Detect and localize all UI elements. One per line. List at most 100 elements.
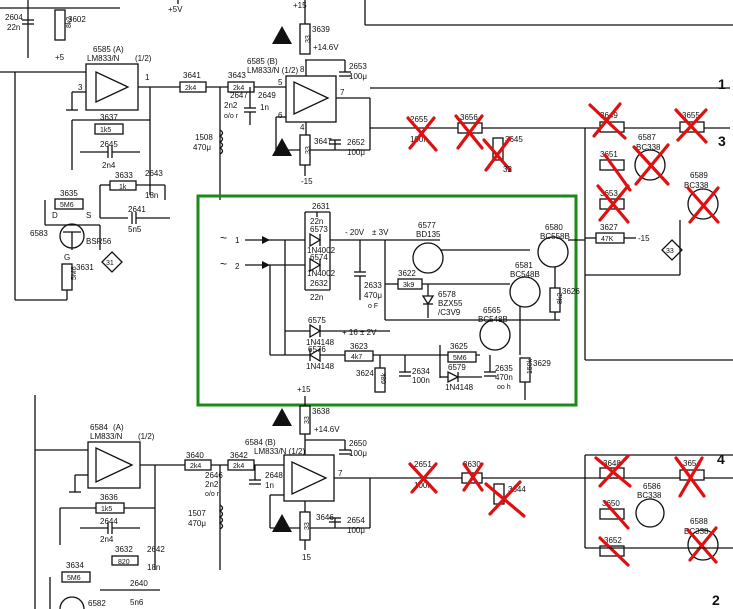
c2632-ref: 2632 (310, 279, 328, 288)
c2652-ref: 2652 (347, 138, 365, 147)
r3634-ref: 3634 (66, 561, 84, 570)
c2645-ref: 2645 (100, 140, 118, 149)
r3635-ref: 3635 (60, 189, 78, 198)
l1508-val: 470μ (193, 143, 211, 152)
u6584a-part: LM833/N (90, 432, 123, 441)
plus5v-label: +5V (168, 5, 183, 14)
r3641-ref: 3641 (183, 71, 201, 80)
r3622-ref: 3622 (398, 269, 416, 278)
l1507-val: 470μ (188, 519, 206, 528)
c2631-val: 22n (310, 217, 323, 226)
r3650-ref: 3650 (602, 499, 620, 508)
q6581-ref: 6581 (515, 261, 533, 270)
c2634-val: 100n (412, 376, 430, 385)
c2648-ref: 2648 (265, 471, 283, 480)
d6575-part: 1N4148 (306, 338, 335, 347)
r3646-val: 33 (304, 522, 311, 530)
u6584b-part: LM833/N (1/2) (254, 447, 305, 456)
q6581-body (509, 276, 541, 308)
d6575-ref: 6575 (308, 316, 326, 325)
crossed-parts-top: 2655 100n 3656 3645 32 (370, 87, 730, 174)
r3624-ref: 3624 (356, 369, 374, 378)
d6576-ref: 6576 (308, 345, 326, 354)
q6587-ref: 6587 (638, 133, 656, 142)
r3623-val: 4k7 (351, 354, 362, 361)
c2631-ref: 2631 (312, 202, 330, 211)
right-output-section-top: 1 3 3649 3655 6587 BC338 3651 6589 BC338… (364, 0, 733, 361)
r3639-val: 33 (305, 35, 312, 43)
warning-mark-4: ! (279, 522, 282, 533)
q6586-part: BC338 (637, 491, 662, 500)
crossed-parts-bottom: 2651 100n 3630 3644 (370, 454, 733, 548)
c2648-val: 1n (265, 481, 274, 490)
warning-icon-3 (272, 408, 292, 426)
pin-7: 7 (340, 88, 345, 97)
q6577-part: BD135 (416, 230, 441, 239)
pin-1: 1 (145, 73, 150, 82)
u6584a-half: (A) (113, 423, 124, 432)
minus15-label: -15 (301, 177, 313, 186)
c2649-ref: 2649 (258, 91, 276, 100)
filter-chain-top: 3641 2k4 3643 2k4 2647 2n2 o/o r 2649 1n… (179, 71, 286, 200)
d6578-ref: 6578 (438, 290, 456, 299)
q6581-part: BC548B (510, 270, 540, 279)
r3623-ref: 3623 (350, 342, 368, 351)
v14-bottom: +14.6V (314, 425, 340, 434)
r3653-ref: 3653 (600, 189, 618, 198)
c2653-ref: 2653 (349, 62, 367, 71)
q6580-body (537, 236, 569, 268)
r3623-body (344, 350, 374, 362)
c2645-val: 2n4 (102, 161, 116, 170)
r3602-body (54, 9, 66, 41)
net-2: 2 (712, 592, 720, 608)
c2653-val: 100μ (349, 72, 367, 81)
d6578-part: BZX55 (438, 299, 463, 308)
c2644-val: 2n4 (100, 535, 114, 544)
d6578-sub: /C3V9 (438, 308, 461, 317)
c2640-val: 5n6 (130, 598, 144, 607)
q6565-body (479, 319, 511, 351)
u6584b-ref: 6584 (B) (245, 438, 276, 447)
d6579-ref: 6579 (448, 363, 466, 372)
r3645-ref: 3645 (505, 135, 523, 144)
c2651-ref: 2651 (414, 460, 432, 469)
filter-chain-bottom: 3640 2k4 3642 2k4 2646 2n2 o/o r 2648 1n… (184, 451, 284, 570)
r3631-ref: 3631 (76, 263, 94, 272)
r3637-ref: 3637 (100, 113, 118, 122)
pin-4: 4 (300, 123, 305, 132)
jfet-s: S (86, 211, 91, 220)
u6585a-half: (1/2) (135, 54, 152, 63)
r3639-body (299, 23, 311, 55)
power-supply-circuit: ~ 1 ~ 2 2631 22n 6573 1N4002 6574 1N4002… (220, 202, 585, 400)
c2655-val: 100n (410, 135, 428, 144)
ac-input-2-icon: ~ (220, 257, 227, 271)
ac-input-1-icon: ~ (220, 231, 227, 245)
r3640-ref: 3640 (186, 451, 204, 460)
q6577-body (412, 242, 444, 274)
c2650-val: 100μ (349, 449, 367, 458)
c2634-ref: 2634 (412, 367, 430, 376)
u6585a-part: LM833/N (87, 54, 120, 63)
r3602-val: 8k2 (66, 17, 73, 28)
net-33: 33 (666, 248, 674, 255)
r3632-ref: 3632 (115, 545, 133, 554)
c2604-ref: 2604 (5, 13, 23, 22)
q6583-ref: 6583 (30, 229, 48, 238)
c2644-ref: 2644 (100, 517, 118, 526)
r3648-ref: 3648 (603, 459, 621, 468)
bottom-left-section: 6584 (A) LM833/N (1/2) 3636 1k5 2644 2n4… (34, 395, 185, 609)
pin-3: 3 (78, 83, 83, 92)
q6589-part: BC338 (684, 181, 709, 190)
c2654-val: 100μ (347, 526, 365, 535)
c2650-ref: 2650 (349, 439, 367, 448)
q6586-ref: 6586 (643, 482, 661, 491)
net-4: 4 (717, 451, 725, 467)
r3635-body (54, 198, 84, 210)
supply-bottom: +15 33 3638 ! +14.6V 2650 100μ 33 3646 !… (272, 385, 367, 562)
c2641-ref: 2641 (128, 205, 146, 214)
r3643-ref: 3643 (228, 71, 246, 80)
warning-mark-3: ! (279, 416, 282, 427)
filter-top: 3633 1k 2643 18n 2641 5n5 (99, 169, 170, 234)
ac-input-1-label: 1 (235, 236, 240, 245)
r3655-ref: 3655 (682, 111, 700, 120)
